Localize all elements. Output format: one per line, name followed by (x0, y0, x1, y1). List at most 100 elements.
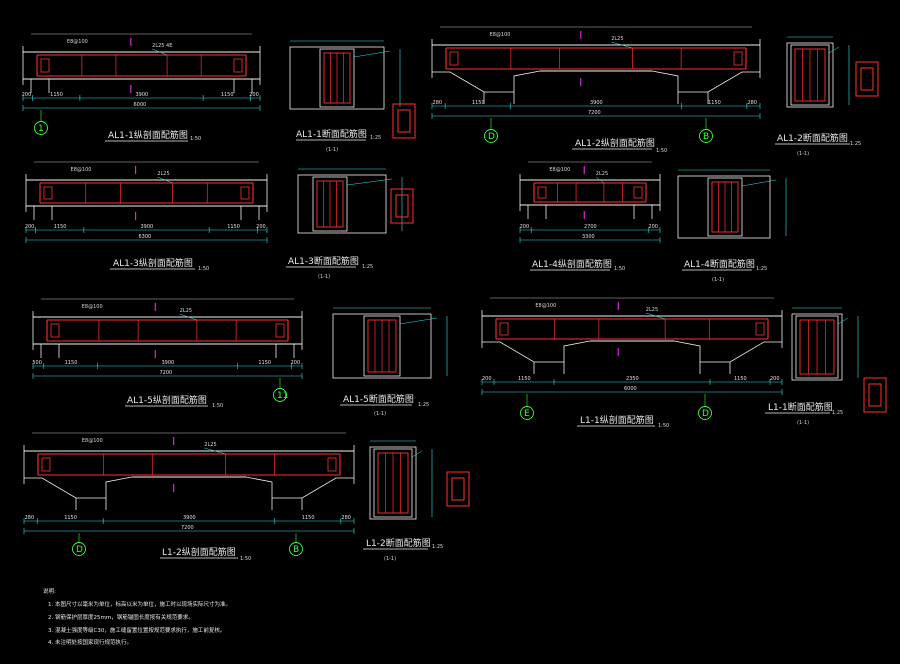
beam-titles: AL1-1纵剖面配筋图 1:50 AL1-1断面配筋图 (1-1) 1:25 A… (108, 128, 861, 562)
dimension-value: 1150 (221, 92, 234, 98)
notes-line-1: 1. 本图尺寸以毫米为单位，标高以米为单位，施工时以现场实际尺寸为准。 (48, 600, 231, 608)
section-symbol-outer (863, 377, 887, 413)
total-dimension-value: 3300 (582, 234, 595, 240)
section-symbol-outer (855, 61, 879, 97)
axis-label: D (76, 545, 83, 555)
end-block-left (40, 58, 50, 73)
end-block-left (537, 186, 547, 199)
section-al1-5 (332, 307, 448, 406)
section-outline (369, 446, 417, 520)
section-mark-l1-2: (1-1) (384, 556, 396, 562)
rebar-top-label: 2L25 (204, 442, 216, 448)
left-haunch (432, 70, 541, 93)
section-l1-2 (363, 440, 470, 550)
dimension-value: 200 (520, 224, 530, 230)
section-symbol-outer (446, 471, 470, 507)
leader-top (157, 176, 173, 184)
section-title-l1-1: L1-1断面配筋图 (768, 401, 833, 413)
section-core (707, 177, 743, 237)
dimension-value: 200 (648, 224, 658, 230)
dimension-value: 200 (770, 376, 780, 382)
axis-bubble (289, 542, 303, 556)
section-al1-3 (286, 168, 414, 268)
notes-line-3: 3. 混凝土强度等级C30，施工缝留置位置按规范要求执行，施工前复核。 (48, 626, 225, 634)
dimension-value: 1150 (54, 224, 67, 230)
section-symbol-outer (390, 188, 414, 224)
section-title-al1-2: AL1-2断面配筋图 (777, 132, 848, 144)
beam-scale-l1-1: 1:50 (658, 423, 669, 429)
section-core (795, 315, 839, 379)
section-l1-1 (765, 307, 887, 414)
end-block-right (733, 51, 743, 66)
dimension-value: 200 (291, 360, 301, 366)
section-leader (346, 178, 393, 186)
stirrup-label: E8@100 (82, 304, 103, 310)
dimension-value: 1150 (302, 515, 315, 521)
dimension-value: 200 (482, 376, 492, 382)
section-outline (332, 313, 432, 379)
leader-top (152, 48, 168, 56)
section-core (312, 176, 348, 232)
section-leader (828, 46, 840, 54)
dimension-value: 2700 (584, 224, 597, 230)
section-outline (297, 174, 387, 234)
section-symbol-outer (392, 103, 416, 139)
section-symbol-inner (868, 383, 882, 407)
end-block-left (50, 323, 60, 338)
leader-top (204, 447, 226, 455)
axis-label: D (702, 409, 709, 419)
rebar-top-label: 2L25 (611, 36, 623, 42)
notes-line-2: 2. 钢筋保护层厚度25mm，钢筋锚固长度按有关规范要求。 (48, 613, 194, 621)
section-core (373, 448, 413, 518)
dimension-value: 1150 (50, 92, 63, 98)
notes-line-4: 4. 未注明处按国家现行规范执行。 (48, 638, 132, 646)
axis-label: 1 (38, 124, 44, 134)
dimension-value: 1150 (472, 100, 485, 106)
section-scale-al1-1: 1:25 (370, 135, 381, 141)
beam-title-al1-5: AL1-5纵剖面配筋图 (127, 394, 207, 406)
end-block-left (43, 186, 53, 200)
beam-title-al1-3: AL1-3纵剖面配筋图 (113, 257, 193, 269)
axis-bubble (72, 542, 86, 556)
end-block-left (499, 322, 509, 336)
end-block-left (41, 457, 51, 472)
axis-bubble (520, 406, 534, 420)
stirrup-label: E8@100 (67, 39, 88, 45)
dimension-value: 200 (22, 92, 32, 98)
end-block-right (275, 323, 285, 338)
dimension-value: 3900 (136, 92, 149, 98)
beam-scale-al1-4: 1:50 (614, 266, 625, 272)
section-symbol-inner (397, 109, 411, 133)
stirrup-label: E8@100 (535, 303, 556, 309)
beam-title-al1-1: AL1-1纵剖面配筋图 (108, 129, 188, 141)
section-al1-1 (289, 40, 416, 141)
section-mark-al1-2: (1-1) (797, 151, 809, 157)
total-dimension-value: 7200 (588, 110, 601, 116)
left-haunch (482, 340, 591, 363)
section-mark-al1-3: (1-1) (318, 274, 330, 280)
section-outline (791, 313, 843, 381)
total-dimension-value: 7200 (160, 370, 173, 376)
dimension-value: 1150 (64, 515, 77, 521)
axis-label: B (703, 132, 709, 142)
section-outline (677, 175, 771, 239)
leader-top (611, 41, 633, 49)
stirrup-label: E8@100 (82, 438, 103, 444)
axis-bubble (273, 388, 287, 402)
section-scale-al1-4: 1:25 (756, 266, 767, 272)
section-title-al1-1: AL1-1断面配筋图 (296, 128, 367, 140)
stirrup-label: E8@100 (71, 167, 92, 173)
leader-top (595, 176, 605, 184)
end-block-right (633, 186, 643, 199)
rebar-top-label: 2L25 (646, 307, 658, 313)
section-symbol-inner (395, 194, 409, 218)
dimension-value: 1150 (708, 100, 721, 106)
rebar-top-label: 2L25 (180, 308, 192, 314)
rebar-top-label: 2L25 (157, 171, 169, 177)
total-dimension-value: 6300 (139, 234, 152, 240)
section-mark-al1-4: (1-1) (712, 277, 724, 283)
